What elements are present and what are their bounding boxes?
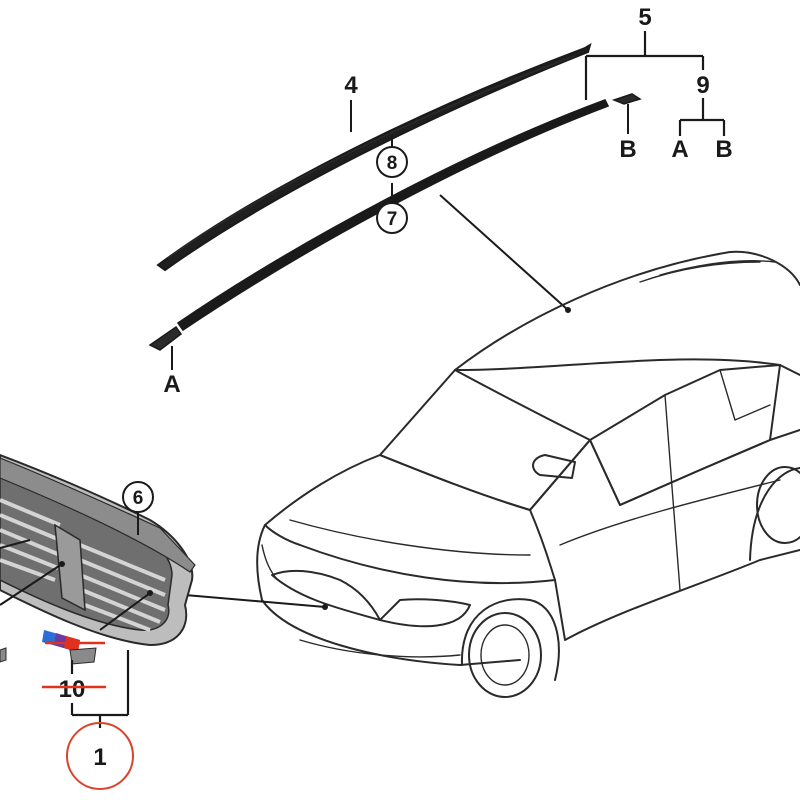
vehicle-lower-intake <box>299 639 461 658</box>
vehicle-rear-wheel-arch <box>749 467 800 561</box>
kidney-grille <box>0 453 196 647</box>
leader-grille-slat-dot <box>147 590 153 596</box>
vehicle-mirror <box>532 454 576 479</box>
bracket-5 <box>584 31 705 100</box>
label-9: 9 <box>696 72 709 99</box>
label-5: 5 <box>638 4 651 31</box>
vehicle-door-line <box>559 479 781 546</box>
vehicle-rear-wheel <box>756 466 800 544</box>
label-6: 6 <box>133 488 144 509</box>
vehicle-side-sill <box>554 549 800 641</box>
bracket-9 <box>678 98 726 136</box>
vehicle-door-seam <box>671 486 681 591</box>
roof-trim-strip <box>148 93 642 351</box>
label-9-a: A <box>671 136 688 163</box>
label-10: 10 <box>59 676 86 703</box>
grille-top-trim <box>0 457 196 573</box>
roof-rail-outer <box>156 42 592 272</box>
vehicle-outline <box>256 250 800 698</box>
label-1: 1 <box>93 744 106 771</box>
label-8: 8 <box>387 153 398 174</box>
leader-grille <box>184 594 326 608</box>
vehicle-front-wheel-arch <box>460 598 560 681</box>
grille-slats-left <box>0 498 61 582</box>
fastener-fragment <box>0 647 7 663</box>
leader-grille-dot <box>322 604 328 610</box>
vehicle-front-wheel-rim <box>480 624 530 686</box>
roof-rail-outer-highlight <box>167 55 576 259</box>
vehicle-side-windows <box>589 364 781 506</box>
leader-roof-dot <box>565 307 571 313</box>
leader-grille-left <box>0 539 31 549</box>
label-a: A <box>163 371 180 398</box>
label-b: B <box>619 136 636 163</box>
label-4: 4 <box>344 72 358 99</box>
grille-slats-right <box>79 543 166 632</box>
vehicle-window-pillars <box>664 369 771 488</box>
end-cap-a <box>148 325 183 351</box>
grille-center-divider <box>54 523 86 612</box>
vehicle-front-bumper <box>256 524 521 666</box>
vehicle-headlight-right <box>379 598 471 628</box>
vehicle-roof-detail <box>639 260 776 283</box>
vehicle-hood-crease <box>289 519 531 556</box>
roof-trim-strip-body <box>176 99 610 332</box>
vehicle-beltline <box>529 429 800 511</box>
leader-grille-slat <box>99 592 151 631</box>
m-emblem <box>42 630 97 665</box>
highlight-circle-1 <box>66 722 134 790</box>
label-7: 7 <box>387 209 398 230</box>
vehicle-windshield <box>379 369 591 511</box>
roof-rail-outer-body <box>156 42 592 272</box>
emblem-clip <box>69 647 97 665</box>
callout-circle-7 <box>376 202 408 234</box>
vehicle-roof-rear <box>454 358 800 376</box>
vehicle-front-wheel <box>468 612 542 698</box>
leader-roof <box>439 194 569 311</box>
vehicle-headlight-left <box>261 544 279 581</box>
callout-circle-8 <box>376 146 408 178</box>
leader-grille-center <box>0 563 63 606</box>
vehicle-roof-line <box>454 250 800 371</box>
label-9-b: B <box>715 136 732 163</box>
end-cap-b <box>611 93 642 105</box>
vehicle-grille-area <box>271 569 381 621</box>
bracket-1 <box>70 650 130 728</box>
vehicle-hood <box>264 454 556 585</box>
